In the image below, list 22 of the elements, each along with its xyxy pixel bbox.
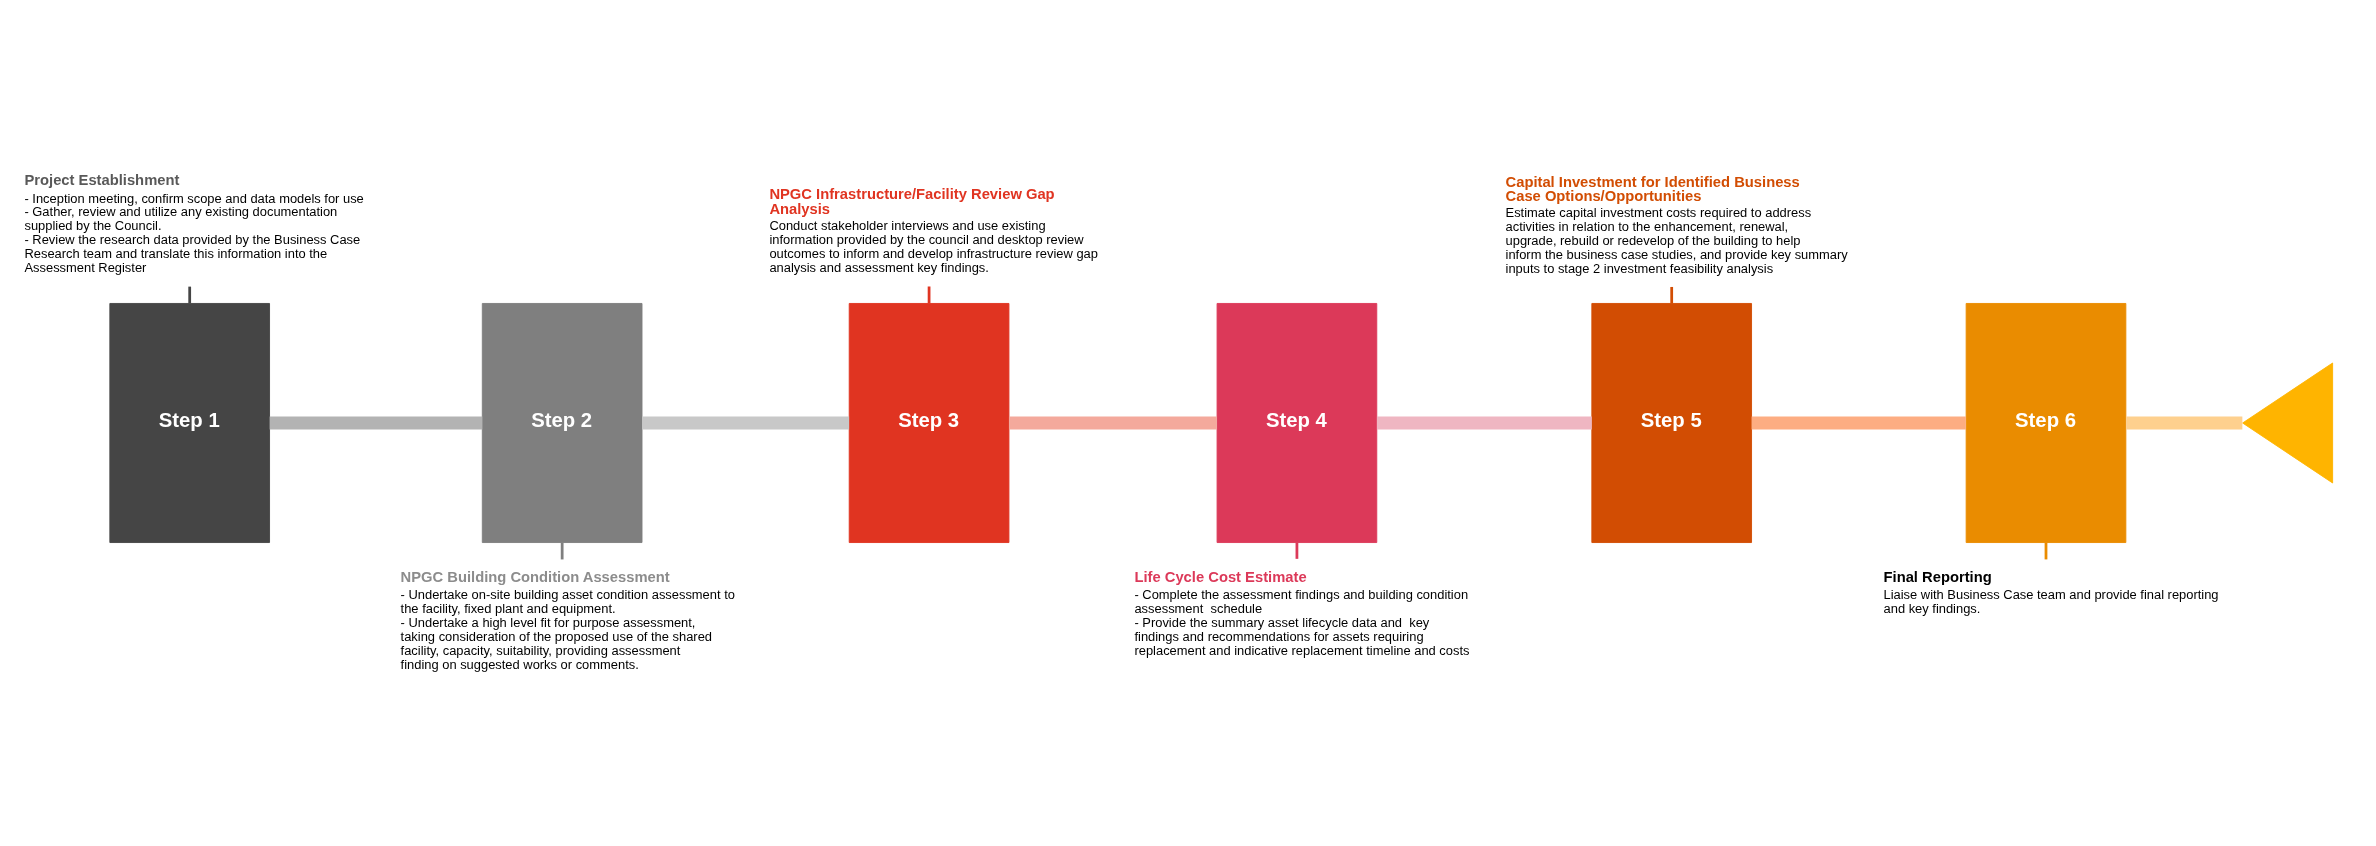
node-box: Step 6 [1965,303,2127,543]
connector [1376,416,1592,430]
node-box: Step 1 [109,303,270,543]
node-box: Step 2 [481,303,643,543]
node-triangle [2242,362,2334,484]
connector [1670,286,1674,304]
connector [269,416,483,430]
node-box: Step 5 [1591,303,1752,543]
node-box: Step 4 [1216,303,1378,543]
connector [188,286,192,304]
node-text: Final Reporting Liaise with Business Case team and provide final reporting and key findings. [1883,568,2219,617]
connector [1008,416,1217,430]
connector [560,542,564,560]
node-text: Project Establishment - Inception meeting, confirm scope and data models for use - Gather, review and utilize any existing documentation supplied by the Council. - Review the research data provided by the Business Case Research team and translate this information into the Assessment Register [24,171,364,275]
connector [2126,416,2243,430]
node-text: NPGC Infrastructure/Facility Review Gap Analysis Conduct stakeholder interviews and use existing information provided by the council and desktop review outcomes to inform and develop infrastructure review gap analysis and assessment key findings. [769,186,1098,275]
connector [642,416,850,430]
node-text: NPGC Building Condition Assessment - Undertake on-site building asset condition assessment to the facility, fixed plant and equipment. - Undertake a high level fit for purpose assessment, taking consideration of the proposed use of the shared facility, capacity, suitability, providing assessment finding on suggested works or comments. [400,568,735,672]
node-text: Capital Investment for Identified Business Case Options/Opportunities Estimate capital investment costs required to address activities in relation to the enhancement, renewal, upgrade, rebuild or redevelop of the building to help inform the business case studies, and provide key summary inputs to stage 2 investment feasibility analysis [1505,173,1848,276]
connector [1751,416,1966,430]
node-box: Step 3 [848,303,1010,543]
node-text: Life Cycle Cost Estimate - Complete the assessment findings and building condition assessment schedule - Provide the summary asset lifecycle data and key findings and recommendations for assets requiring replacement and indicative replacement timeline and costs [1134,568,1470,658]
